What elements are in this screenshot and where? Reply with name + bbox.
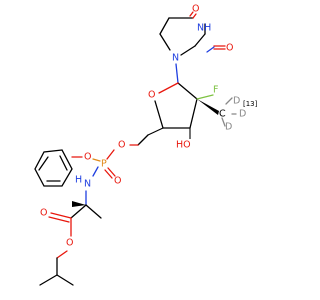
- atom-label-ho: HO: [176, 140, 191, 151]
- phenyl-inner-bond: [38, 156, 49, 171]
- atom-label-d: D: [233, 96, 240, 107]
- ch2-bond: [137, 134, 149, 146]
- phenyl-ring: [34, 149, 73, 187]
- o-isopropyl-bond: [56, 250, 68, 259]
- molecule-structure-canvas: O NH O N O F D [13] C D D HO O O P H N O…: [34, 3, 258, 286]
- atom-label-d: D: [225, 122, 232, 133]
- atom-label-c: C: [219, 109, 226, 120]
- c-d-bond: [221, 117, 226, 127]
- wedge-bond: [197, 99, 219, 115]
- alpha-methyl-bond: [85, 204, 102, 219]
- atom-label-o: O: [226, 43, 233, 54]
- wedge-bond: [72, 201, 86, 207]
- ring-bond: [194, 33, 206, 47]
- atom-label-n: N: [84, 179, 91, 190]
- atom-label-o: O: [148, 90, 155, 101]
- hash-bond: [147, 127, 164, 136]
- atom-label-d: D: [239, 109, 246, 120]
- isopropyl-bond: [39, 274, 58, 286]
- carbonyl-bond: [189, 11, 194, 17]
- n-c1-bond: [175, 63, 179, 84]
- c-d-bond: [225, 97, 233, 105]
- atom-label-p: P: [101, 159, 107, 170]
- p-o-bond: [92, 158, 101, 162]
- atom-label-o: O: [114, 176, 121, 187]
- o-p-bond: [106, 149, 115, 160]
- atom-label-o: O: [84, 152, 91, 163]
- ester-carbonyl-bond: [50, 212, 72, 219]
- sugar-bond: [177, 82, 198, 100]
- sugar-bond: [189, 98, 198, 129]
- atom-label-h: H: [75, 175, 82, 186]
- atom-label-n: N: [172, 53, 179, 64]
- p-n-bond: [92, 166, 99, 177]
- alpha-carbonyl-bond: [70, 204, 87, 219]
- c-f-bond: [196, 94, 214, 100]
- ring-bond: [159, 33, 171, 51]
- isopropyl-bond: [56, 274, 74, 286]
- atom-label-f: F: [213, 85, 218, 96]
- carbonyl-bond: [192, 13, 197, 19]
- atom-label-o: O: [192, 4, 199, 15]
- isotope-label: [13]: [243, 100, 258, 108]
- phenyl-inner-bond: [59, 155, 68, 171]
- ring-bond: [180, 45, 196, 56]
- molecule-structure-drawing: O NH O N O F D [13] C D D HO O O P H N O…: [34, 4, 258, 286]
- atom-label-o: O: [118, 140, 125, 151]
- p-o-double-bond: [107, 167, 116, 177]
- ring-n-bond: [206, 46, 215, 53]
- sugar-o-bond: [158, 82, 179, 94]
- ring-bond: [159, 17, 170, 35]
- atom-label-o: O: [66, 238, 73, 249]
- ester-carbonyl-bond: [48, 216, 70, 223]
- p-o-double-bond: [104, 169, 113, 179]
- atom-label-nh: NH: [197, 23, 211, 34]
- atom-label-o: O: [40, 208, 47, 219]
- sugar-bond: [154, 100, 164, 129]
